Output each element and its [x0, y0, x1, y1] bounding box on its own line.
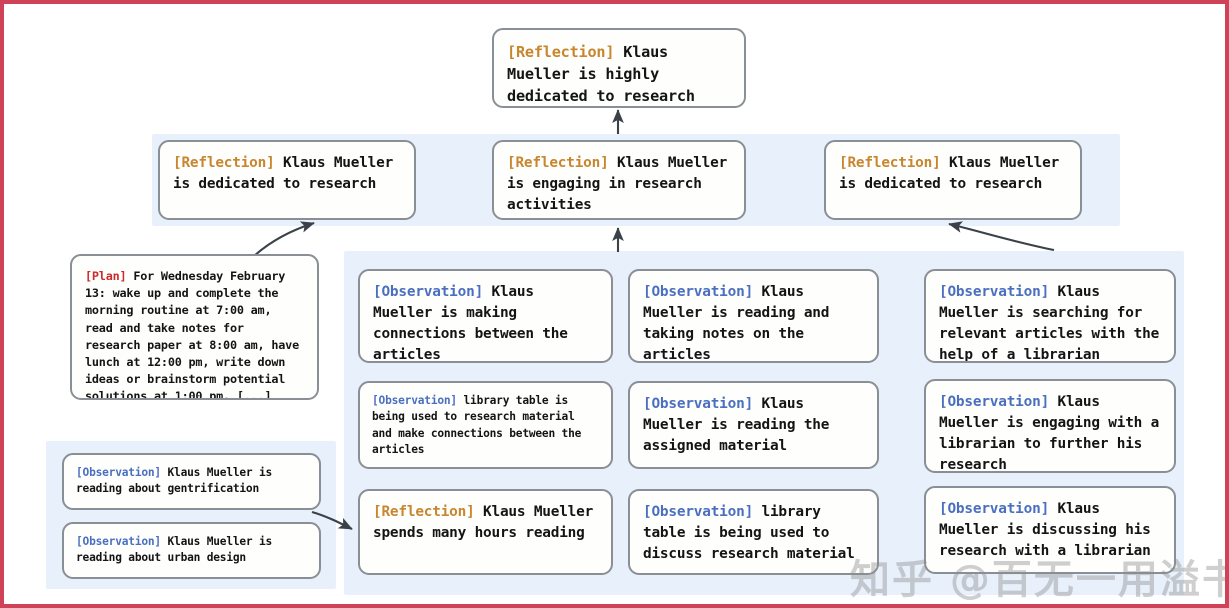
- node-text: Klaus Mueller is engaging in research ac…: [507, 155, 736, 213]
- tag-observation: [Observation]: [643, 504, 754, 520]
- node-col4-observation-2[interactable]: [Observation] Klaus Mueller is engaging …: [924, 379, 1176, 473]
- node-text: Klaus Mueller is reading and taking note…: [643, 284, 838, 363]
- node-col3-observation-1[interactable]: [Observation] Klaus Mueller is reading a…: [628, 269, 879, 363]
- tag-observation: [Observation]: [76, 535, 161, 548]
- node-mid-reflection-left[interactable]: [Reflection] Klaus Mueller is dedicated …: [158, 140, 416, 220]
- tag-observation: [Observation]: [373, 284, 484, 300]
- tag-observation: [Observation]: [372, 394, 457, 407]
- node-col4-observation-3[interactable]: [Observation] Klaus Mueller is discussin…: [924, 486, 1176, 574]
- tag-observation: [Observation]: [643, 284, 754, 300]
- node-col3-observation-2[interactable]: [Observation] Klaus Mueller is reading t…: [628, 381, 879, 469]
- node-text: library table is being used to research …: [372, 394, 588, 457]
- tag-reflection: [Reflection]: [507, 155, 609, 171]
- node-top-reflection[interactable]: [Reflection] Klaus Mueller is highly ded…: [492, 28, 746, 108]
- tag-reflection: [Reflection]: [373, 504, 475, 520]
- tag-reflection: [Reflection]: [173, 155, 275, 171]
- node-mid-reflection-right[interactable]: [Reflection] Klaus Mueller is dedicated …: [824, 140, 1082, 220]
- node-text: Klaus Mueller is reading about urban des…: [76, 535, 279, 565]
- node-text: Klaus Mueller is discussing his research…: [939, 501, 1160, 559]
- node-text: Klaus Mueller is dedicated to research: [173, 155, 402, 192]
- node-text: Klaus Mueller is highly dedicated to res…: [507, 43, 695, 105]
- node-text: Klaus Mueller is reading the assigned ma…: [643, 396, 838, 454]
- node-text: Klaus Mueller is engaging with a librari…: [939, 394, 1168, 473]
- node-text: Klaus Mueller is dedicated to research: [839, 155, 1068, 192]
- tag-observation: [Observation]: [76, 466, 161, 479]
- tag-observation: [Observation]: [643, 396, 754, 412]
- node-text: Klaus Mueller spends many hours reading: [373, 504, 602, 541]
- node-text: Klaus Mueller is making connections betw…: [373, 284, 577, 363]
- tag-observation: [Observation]: [939, 394, 1050, 410]
- node-plan[interactable]: [Plan] For Wednesday February 13: wake u…: [70, 254, 319, 400]
- node-mid-reflection-center[interactable]: [Reflection] Klaus Mueller is engaging i…: [492, 140, 746, 220]
- tag-plan: [Plan]: [85, 269, 127, 283]
- node-left-observation-1[interactable]: [Observation] Klaus Mueller is reading a…: [62, 453, 321, 510]
- tag-observation: [Observation]: [939, 284, 1050, 300]
- node-col2-observation-2[interactable]: [Observation] library table is being use…: [358, 381, 613, 469]
- tag-reflection: [Reflection]: [507, 43, 615, 61]
- tag-reflection: [Reflection]: [839, 155, 941, 171]
- tag-observation: [Observation]: [939, 501, 1050, 517]
- node-col2-observation-1[interactable]: [Observation] Klaus Mueller is making co…: [358, 269, 613, 363]
- node-col3-observation-3[interactable]: [Observation] library table is being use…: [628, 489, 879, 575]
- node-text: For Wednesday February 13: wake up and c…: [85, 269, 306, 400]
- node-text: Klaus Mueller is reading about gentrific…: [76, 466, 279, 496]
- node-text: Klaus Mueller is searching for relevant …: [939, 284, 1168, 363]
- node-left-observation-2[interactable]: [Observation] Klaus Mueller is reading a…: [62, 522, 321, 579]
- node-text: library table is being used to discuss r…: [643, 504, 855, 562]
- node-col2-reflection[interactable]: [Reflection] Klaus Mueller spends many h…: [358, 489, 613, 575]
- node-col4-observation-1[interactable]: [Observation] Klaus Mueller is searching…: [924, 269, 1176, 363]
